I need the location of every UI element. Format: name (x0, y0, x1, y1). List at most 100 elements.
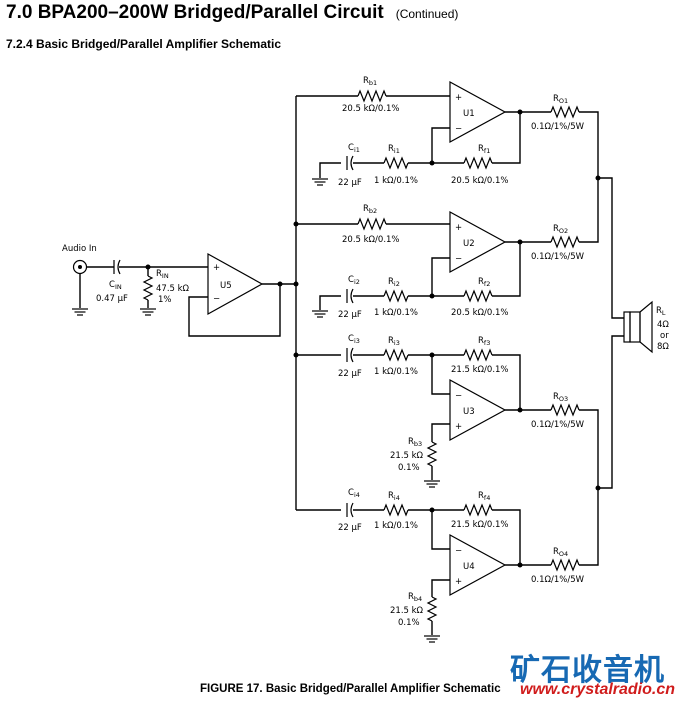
rf1-value: 20.5 kΩ/0.1% (451, 176, 509, 186)
rin-resistor (142, 275, 154, 301)
rb2-resistor (357, 217, 387, 231)
svg-text:Ri4: Ri4 (388, 491, 400, 502)
ro3-value: 0.1Ω/1%/5W (531, 420, 585, 430)
audio-in-label: Audio In (62, 244, 97, 254)
svg-text:RO1: RO1 (553, 94, 568, 105)
figure-caption: FIGURE 17. Basic Bridged/Parallel Amplif… (200, 683, 501, 695)
cin-label: CIN (109, 280, 122, 291)
svg-text:Ri3: Ri3 (388, 336, 400, 347)
svg-text:RL: RL (656, 306, 666, 317)
svg-text:RO3: RO3 (553, 392, 568, 403)
svg-text:+: + (455, 577, 462, 587)
ri3-value: 1 kΩ/0.1% (374, 367, 418, 377)
rin-label: RIN (156, 269, 169, 280)
u3-opamp: − + U3 (449, 378, 507, 442)
rf3-resistor (463, 348, 493, 362)
rf4-value: 21.5 kΩ/0.1% (451, 520, 509, 530)
svg-text:Ri1: Ri1 (388, 144, 400, 155)
rf4-resistor (463, 503, 493, 517)
ro2-value: 0.1Ω/1%/5W (531, 252, 585, 262)
ci3-capacitor (346, 347, 354, 363)
svg-text:−: − (213, 294, 220, 304)
svg-text:−: − (455, 124, 462, 134)
rb4-tolerance: 0.1% (398, 618, 420, 628)
audio-in-jack (72, 259, 88, 275)
ri3-resistor (383, 348, 409, 362)
ci4-capacitor (346, 502, 354, 518)
svg-text:Ci4: Ci4 (348, 488, 360, 499)
ci3-value: 22 μF (338, 369, 362, 379)
ro4-value: 0.1Ω/1%/5W (531, 575, 585, 585)
svg-text:Ci3: Ci3 (348, 334, 360, 345)
rb4-value: 21.5 kΩ (390, 606, 424, 616)
watermark-url: www.crystalradio.cn (520, 681, 675, 698)
rb4-resistor (426, 596, 438, 622)
svg-text:Rf4: Rf4 (478, 491, 490, 502)
ro2-resistor (550, 235, 580, 249)
rin-value: 47.5 kΩ (156, 284, 190, 294)
ri2-resistor (383, 289, 409, 303)
ro1-resistor (550, 105, 580, 119)
u2-label: U2 (463, 239, 475, 249)
svg-text:+: + (455, 422, 462, 432)
speaker-icon (623, 300, 653, 354)
u2-opamp: + − U2 (449, 210, 507, 274)
rf1-resistor (463, 156, 493, 170)
ri1-value: 1 kΩ/0.1% (374, 176, 418, 186)
svg-text:Ci2: Ci2 (348, 275, 360, 286)
ro1-value: 0.1Ω/1%/5W (531, 122, 585, 132)
u4-opamp: − + U4 (449, 533, 507, 597)
rin-tolerance: 1% (158, 295, 172, 305)
svg-text:−: − (455, 546, 462, 556)
u3-label: U3 (463, 407, 475, 417)
svg-text:RO4: RO4 (553, 547, 568, 558)
u1-label: U1 (463, 109, 475, 119)
ri4-resistor (383, 503, 409, 517)
rf2-value: 20.5 kΩ/0.1% (451, 308, 509, 318)
u5-opamp: + − U5 (207, 252, 264, 316)
page-title: 7.0 BPA200–200W Bridged/Parallel Circuit… (6, 2, 459, 23)
ci2-capacitor (346, 288, 354, 304)
svg-text:RO2: RO2 (553, 224, 568, 235)
rl-value-or: or (660, 331, 669, 341)
ro3-resistor (550, 403, 580, 417)
svg-text:Rf1: Rf1 (478, 144, 490, 155)
cin-capacitor (113, 259, 121, 275)
svg-text:Rb3: Rb3 (408, 437, 422, 448)
svg-text:Rb2: Rb2 (363, 204, 377, 215)
watermark-logo: 矿石收音机 (510, 654, 665, 687)
ri1-resistor (383, 156, 409, 170)
cin-value: 0.47 μF (96, 294, 128, 304)
ci1-value: 22 μF (338, 178, 362, 188)
svg-text:Ci1: Ci1 (348, 143, 360, 154)
rb3-tolerance: 0.1% (398, 463, 420, 473)
svg-text:Rf3: Rf3 (478, 336, 490, 347)
svg-text:Rb1: Rb1 (363, 76, 377, 87)
svg-text:+: + (455, 223, 462, 233)
svg-text:+: + (455, 93, 462, 103)
rl-value-1: 4Ω (657, 320, 669, 330)
rb1-resistor (357, 89, 387, 103)
u5-label: U5 (220, 281, 232, 291)
svg-text:Rf2: Rf2 (478, 277, 490, 288)
svg-text:−: − (455, 391, 462, 401)
rf3-value: 21.5 kΩ/0.1% (451, 365, 509, 375)
svg-text:Rb4: Rb4 (408, 592, 422, 603)
ro4-resistor (550, 558, 580, 572)
svg-text:Ri2: Ri2 (388, 277, 400, 288)
ci1-capacitor (346, 155, 354, 171)
svg-text:−: − (455, 254, 462, 264)
rb3-resistor (426, 441, 438, 467)
rb1-value: 20.5 kΩ/0.1% (342, 104, 400, 114)
ci2-value: 22 μF (338, 310, 362, 320)
section-subtitle: 7.2.4 Basic Bridged/Parallel Amplifier S… (6, 37, 282, 51)
rb2-value: 20.5 kΩ/0.1% (342, 235, 400, 245)
u4-label: U4 (463, 562, 475, 572)
ri2-value: 1 kΩ/0.1% (374, 308, 418, 318)
rl-value-2: 8Ω (657, 342, 669, 352)
u1-opamp: + − U1 (449, 80, 507, 144)
ri4-value: 1 kΩ/0.1% (374, 521, 418, 531)
rf2-resistor (463, 289, 493, 303)
rb3-value: 21.5 kΩ (390, 451, 424, 461)
